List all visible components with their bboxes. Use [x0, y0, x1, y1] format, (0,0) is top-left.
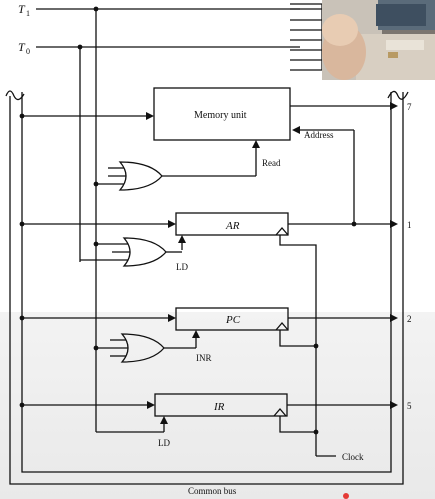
- clock-label: Clock: [342, 452, 364, 462]
- arrow-ar-in: [168, 220, 176, 228]
- bus-line-7-label: 7: [407, 102, 412, 112]
- webcam-overlay: [322, 0, 435, 80]
- junction: [93, 6, 99, 12]
- ir-label: IR: [213, 401, 225, 413]
- junction: [93, 345, 99, 351]
- address-label: Address: [304, 130, 334, 140]
- arrow-address: [292, 126, 300, 134]
- t1-label: T: [18, 2, 26, 16]
- arrow-bus-2: [390, 314, 398, 322]
- inr-label: INR: [196, 353, 212, 363]
- junction: [313, 343, 319, 349]
- read-or-gate: [118, 161, 163, 191]
- bus-break-left: [5, 90, 25, 101]
- clock-line: [279, 235, 317, 456]
- ld-ar-label: LD: [176, 262, 188, 272]
- junction: [19, 113, 25, 119]
- bus-line-5-label: 5: [407, 401, 412, 411]
- ld-ir-label: LD: [158, 438, 170, 448]
- arrow-bus-5: [390, 401, 398, 409]
- t1-subscript: 1: [26, 9, 30, 18]
- read-label: Read: [262, 158, 281, 168]
- memory-unit-box: [153, 87, 291, 141]
- t0-subscript: 0: [26, 47, 30, 56]
- pc-label: PC: [225, 314, 241, 326]
- pointer-marker-icon: [343, 493, 349, 499]
- bus-break-right: [387, 90, 409, 100]
- junction: [19, 221, 25, 227]
- ld-ar-or-gate: [122, 237, 167, 267]
- memory-unit-label: Memory unit: [194, 110, 247, 121]
- arrow-read: [252, 140, 260, 148]
- webcam-scene-icon: [322, 0, 435, 80]
- arrow-bus-7: [390, 102, 398, 110]
- arrow-pc-in: [168, 314, 176, 322]
- arrow-inr: [192, 330, 200, 338]
- inr-or-gate: [120, 333, 165, 363]
- ar-label: AR: [225, 220, 240, 232]
- junction: [351, 221, 357, 227]
- arrow-ir-in: [147, 401, 155, 409]
- bus-line-2-label: 2: [407, 314, 412, 324]
- junction: [93, 241, 99, 247]
- common-bus-label: Common bus: [188, 486, 237, 496]
- pc-register: [175, 307, 289, 331]
- junction: [313, 429, 319, 435]
- arrow-ld-ir: [160, 416, 168, 424]
- junction: [93, 181, 99, 187]
- junction: [19, 402, 25, 408]
- common-bus-inner: [21, 92, 392, 473]
- common-bus-outline: [9, 92, 404, 485]
- bus-line-1-label: 1: [407, 220, 412, 230]
- arrow-ld-ar: [178, 235, 186, 243]
- junction: [77, 44, 83, 50]
- t0-label: T: [18, 40, 26, 54]
- junction: [19, 315, 25, 321]
- arrow-bus-1: [390, 220, 398, 228]
- arrow-memory-in: [146, 112, 154, 120]
